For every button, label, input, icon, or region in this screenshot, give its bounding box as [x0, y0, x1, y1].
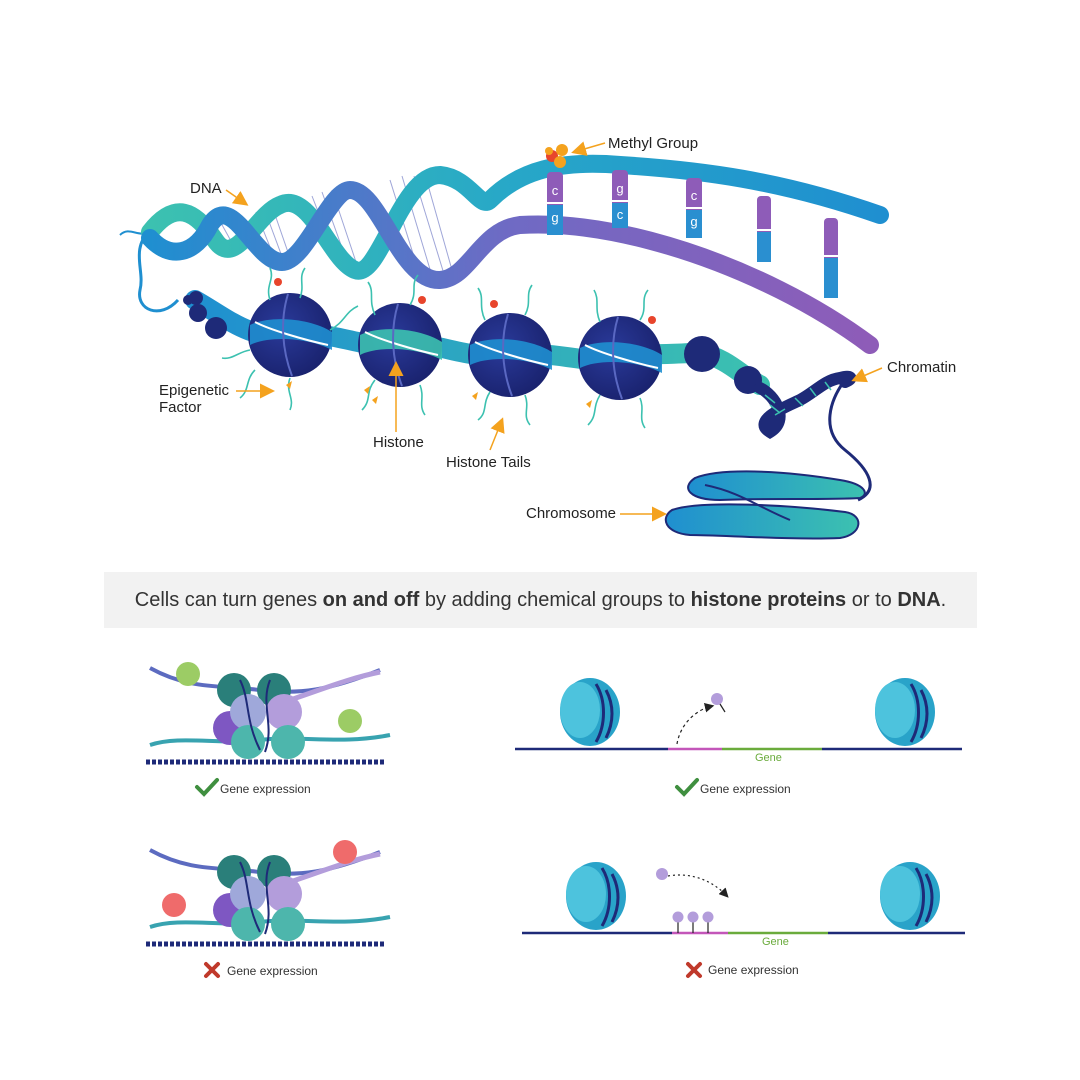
base-pair-5: [824, 218, 838, 298]
nucleosome-right-off: [880, 862, 940, 930]
dna-helix: [119, 154, 889, 354]
label-histone-tails: Histone Tails: [446, 454, 531, 471]
label-methyl-group: Methyl Group: [608, 135, 699, 152]
status-histone-off: Gene expression: [227, 964, 318, 978]
panel-histone-off: [146, 840, 391, 947]
methyl-released-icon: [711, 693, 723, 705]
nucleosome-right-on: [875, 678, 935, 746]
cross-icon-dna: [686, 962, 702, 978]
small-nucleosome-1: [684, 336, 720, 372]
label-epigenetic-factor-line2: Factor: [159, 399, 202, 416]
nucleosome-2: [358, 303, 442, 387]
acetyl-group-icon-1: [176, 662, 200, 686]
methyl-group-icon: [545, 144, 568, 168]
status-dna-off: Gene expression: [708, 963, 799, 977]
caption-bar: Cells can turn genes on and off by addin…: [104, 572, 977, 628]
methyl-bound-icons: [677, 922, 709, 933]
label-chromatin: Chromatin: [887, 359, 957, 376]
arrow-methyl: [571, 141, 606, 156]
epigenetic-factor-marks: [274, 278, 656, 408]
check-icon-histone: [195, 778, 219, 797]
panel-dna-off: [522, 862, 965, 935]
arrow-chromatin: [851, 367, 883, 383]
nucleosome-1: [248, 293, 332, 377]
nucleosome-4: [578, 316, 662, 400]
chromosome-icon: [664, 470, 866, 540]
base-1-top: c: [552, 183, 559, 198]
repressor-group-icon-1: [333, 840, 357, 864]
base-3-bottom: g: [690, 214, 697, 229]
arrow-tails: [489, 417, 505, 451]
methyl-incoming-icon: [656, 868, 668, 880]
base-pair-2: g c: [612, 170, 628, 228]
base-2-bottom: c: [617, 207, 624, 222]
coiled-chromatin: [754, 370, 872, 502]
nucleosomes: [248, 293, 762, 400]
base-pair-4: [757, 196, 771, 262]
status-histone-on: Gene expression: [220, 782, 311, 796]
arrow-dna: [225, 189, 249, 206]
panel-histone-on: [146, 662, 391, 765]
caption-text: Cells can turn genes on and off by addin…: [134, 588, 947, 611]
base-pair-1: c g: [547, 172, 563, 235]
nucleosome-left-on: [560, 678, 620, 746]
panel-dna-on: [515, 678, 962, 751]
label-arrows: [225, 141, 883, 522]
cross-icon-histone: [204, 962, 220, 978]
label-epigenetic-factor-line1: Epigenetic: [159, 382, 230, 399]
base-3-top: c: [691, 188, 698, 203]
status-dna-on: Gene expression: [700, 782, 791, 796]
acetyl-group-icon-2: [338, 709, 362, 733]
base-pair-3: c g: [686, 178, 702, 238]
repressor-group-icon-2: [162, 893, 186, 917]
base-pairs: c g g c c g: [547, 170, 838, 298]
label-dna: DNA: [190, 180, 222, 197]
nucleosome-3: [468, 313, 552, 397]
label-histone: Histone: [373, 434, 424, 451]
gene-label-off: Gene: [762, 936, 789, 948]
histone-tails: [221, 267, 649, 429]
gene-label-on: Gene: [755, 752, 782, 764]
base-1-bottom: g: [551, 210, 558, 225]
label-chromosome: Chromosome: [526, 505, 617, 522]
nucleosome-left-off: [566, 862, 626, 930]
base-2-top: g: [616, 181, 623, 196]
check-icon-dna: [675, 778, 699, 797]
